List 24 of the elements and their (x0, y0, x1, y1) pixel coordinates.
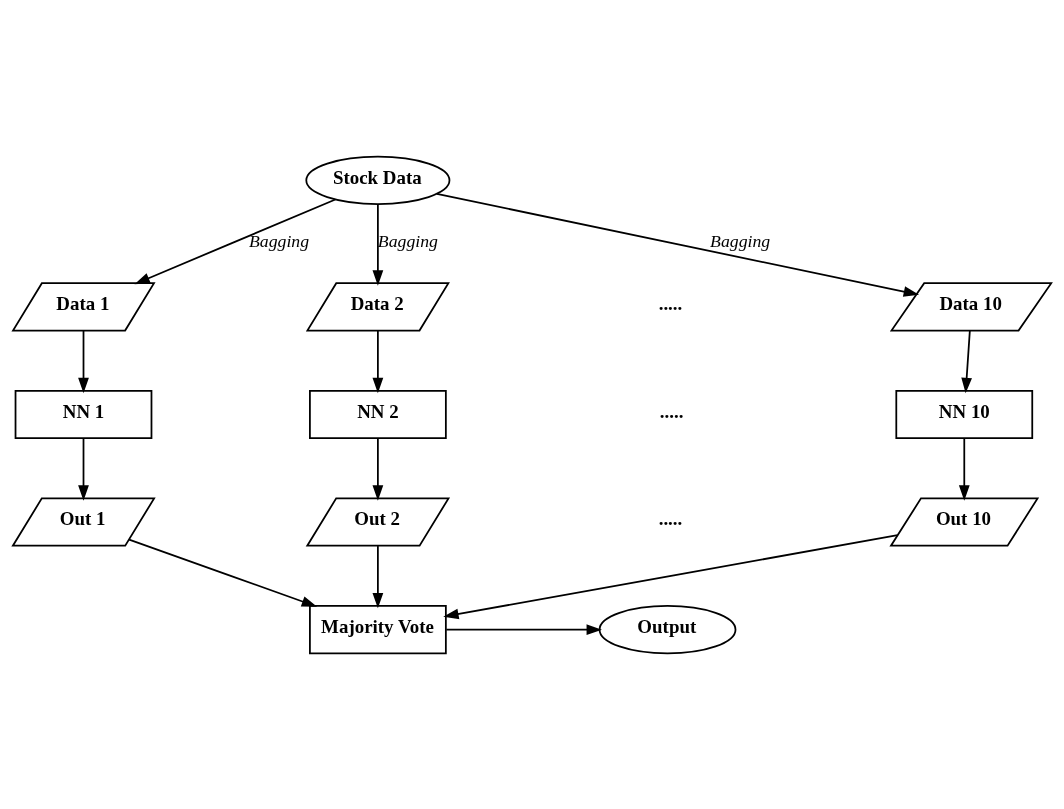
arrow (443, 533, 899, 619)
arrow (436, 192, 920, 297)
edge-label: Bagging (249, 230, 310, 251)
node-box: NN 1 (14, 389, 153, 439)
node-ellipse: Stock Data (305, 155, 451, 205)
arrow (372, 329, 384, 393)
arrow (958, 437, 970, 501)
label: ..... (659, 400, 684, 422)
arrow (372, 437, 384, 501)
arrow (961, 329, 973, 393)
label: ..... (658, 292, 683, 314)
arrow (445, 623, 602, 635)
node-box: Majority Vote (309, 604, 447, 654)
arrow (372, 202, 384, 286)
arrow (78, 329, 89, 393)
arrow (78, 437, 89, 501)
node-ellipse: Output (598, 604, 737, 654)
edge-label: Bagging (710, 230, 771, 251)
node-box: NN 2 (309, 389, 447, 439)
arrow (372, 544, 384, 608)
arrow (134, 198, 337, 284)
node-box: NN 10 (895, 389, 1034, 439)
arrow (128, 538, 318, 607)
label: ..... (658, 507, 683, 529)
